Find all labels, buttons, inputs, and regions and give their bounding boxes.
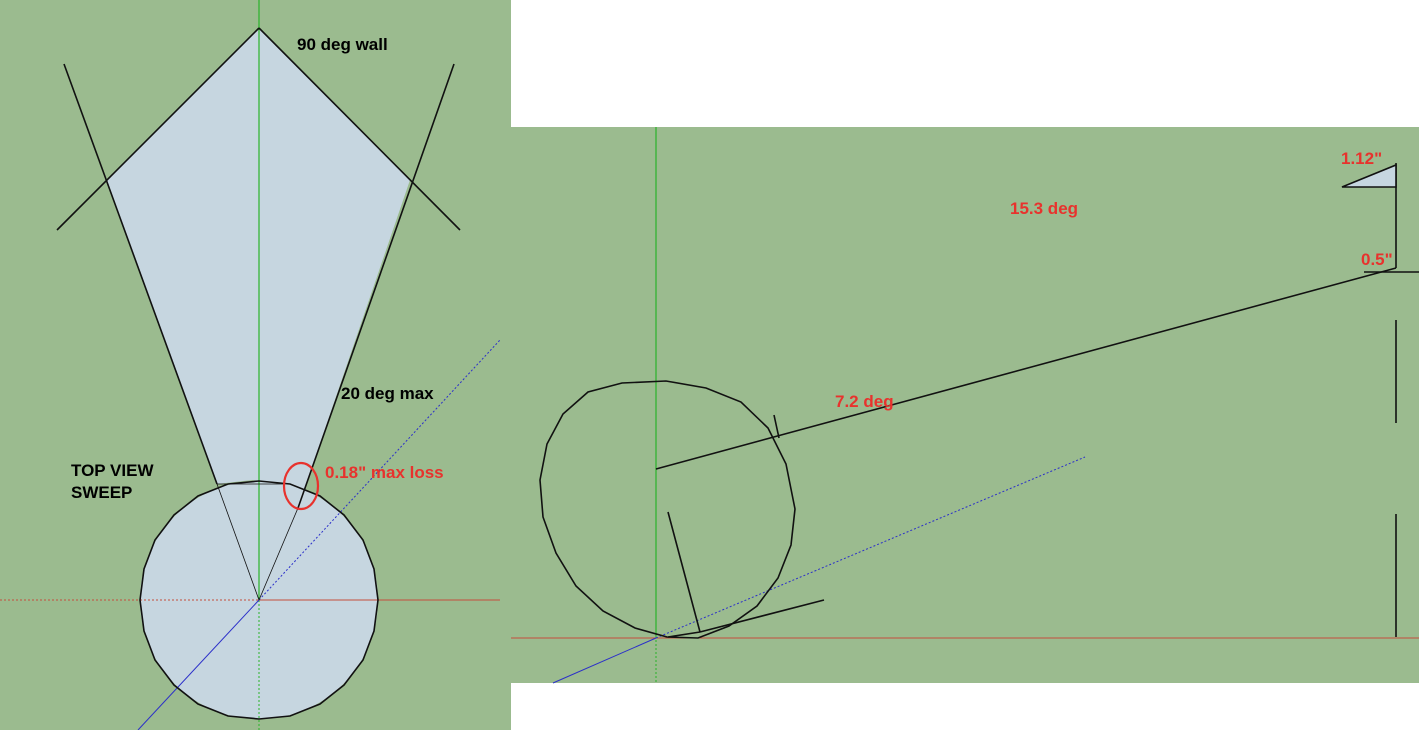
sweep-line-left: [63, 63, 218, 485]
top-view-panel: 90 deg wall 20 deg max TOP VIEW SWEEP 0.…: [0, 0, 511, 730]
blue-axis: [137, 599, 260, 730]
max-loss-highlight: [282, 461, 320, 511]
wall-label: 90 deg wall: [297, 35, 388, 54]
upper-angle-label: 15.3 deg: [1010, 199, 1078, 218]
lower-height-label: 0.5": [1361, 250, 1393, 269]
view-title-line1: TOP VIEW: [71, 461, 154, 480]
flag: [1341, 163, 1397, 188]
wall-line-left: [56, 27, 260, 231]
circle-outline: [139, 480, 379, 720]
blue-axis-dotted: [258, 339, 501, 601]
incline-line: [655, 267, 1397, 470]
radius-right: [258, 507, 299, 601]
angle-label: 20 deg max: [341, 384, 434, 403]
side-view-panel: 15.3 deg 7.2 deg 1.12" 0.5": [511, 127, 1419, 684]
tangent-line: [699, 599, 825, 633]
blue-axis: [552, 637, 657, 684]
ball-radius-line: [667, 511, 701, 633]
radius-left: [216, 483, 260, 601]
sweep-line-right: [297, 63, 455, 509]
loss-label: 0.18" max loss: [325, 463, 444, 482]
wall-line-right: [258, 27, 461, 231]
lower-angle-label: 7.2 deg: [835, 392, 894, 411]
tick-mark: [773, 414, 780, 439]
view-title-line2: SWEEP: [71, 483, 132, 502]
contact-base: [667, 631, 701, 638]
ball-outline: [539, 380, 796, 639]
blue-axis-dotted: [655, 456, 1086, 639]
side-view-background: [511, 127, 1419, 683]
upper-height-label: 1.12": [1341, 149, 1382, 168]
